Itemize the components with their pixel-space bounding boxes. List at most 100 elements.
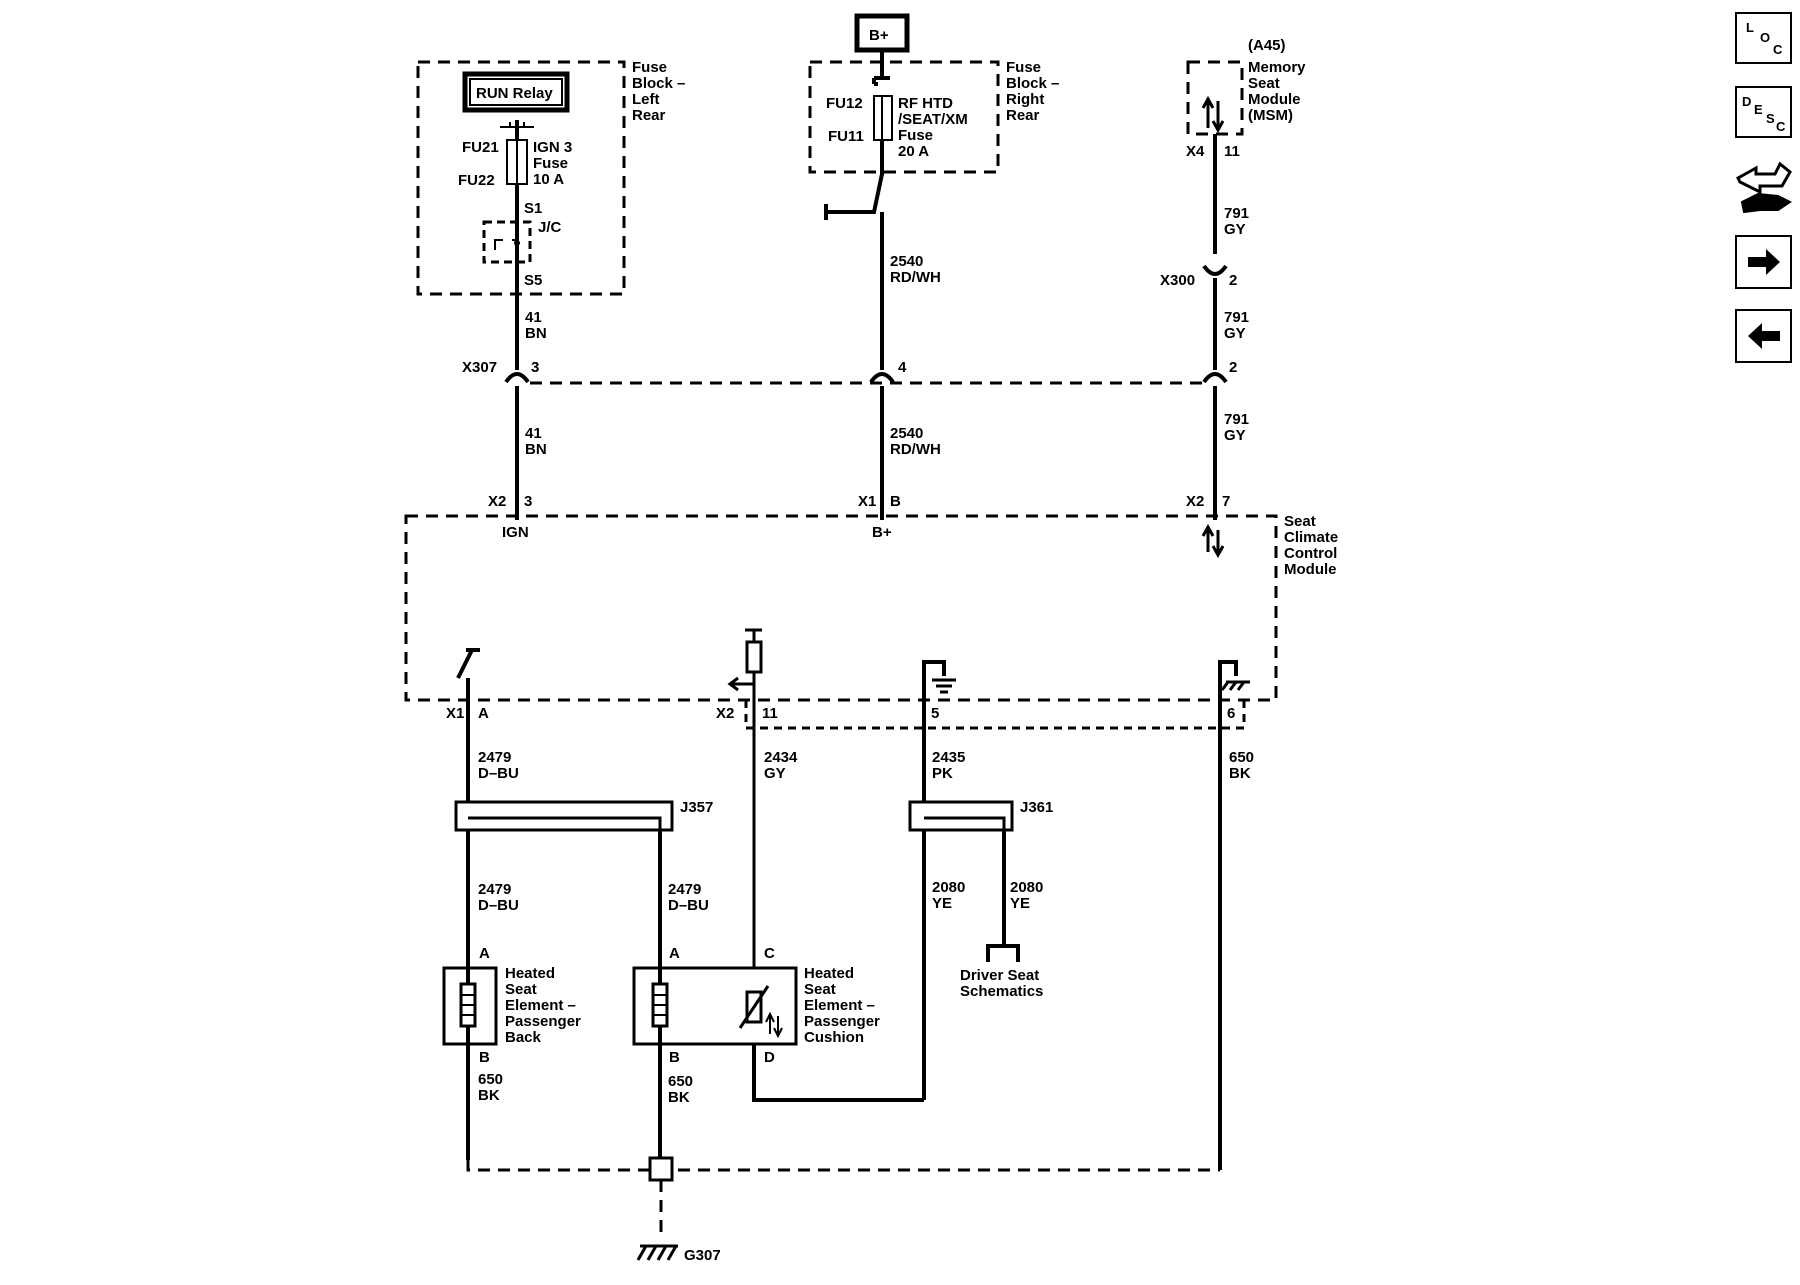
svg-text:Driver Seat: Driver Seat <box>960 967 1039 984</box>
fu11-label: FU11 <box>828 128 864 145</box>
svg-text:791: 791 <box>1224 205 1249 222</box>
svg-text:Seat: Seat <box>505 981 537 998</box>
fuse-block-right-outline <box>808 60 1000 174</box>
svg-text:C: C <box>1773 42 1783 57</box>
svg-text:C: C <box>1776 119 1786 134</box>
wire-label-2479-back: 2479 D–BU <box>478 881 519 914</box>
bplus-input-label: B+ <box>872 524 892 541</box>
svg-text:650: 650 <box>478 1071 503 1088</box>
svg-text:BN: BN <box>525 325 547 342</box>
wire-label-650-module: 650 BK <box>1229 749 1254 782</box>
x2-bottom-label: X2 <box>716 705 734 722</box>
svg-text:10 A: 10 A <box>533 171 564 188</box>
wire-label-41-lower: 41 BN <box>525 425 547 458</box>
wire-label-2540-lower: 2540 RD/WH <box>890 425 941 458</box>
j361-label: J361 <box>1020 799 1053 816</box>
signal-ground-icon <box>922 660 956 736</box>
fuse-block-left-outline <box>416 60 626 296</box>
sensor-return-loop <box>752 1044 924 1102</box>
chassis-ground-icon <box>1218 660 1250 716</box>
x2-connector-dashed <box>744 700 1246 730</box>
x300-label: X300 <box>1160 272 1195 289</box>
connector-tool-button[interactable] <box>1736 161 1792 214</box>
ign-input-label: IGN <box>502 524 529 541</box>
arrow-right-icon <box>1748 249 1780 275</box>
svg-text:Heated: Heated <box>505 965 555 982</box>
wire-label-650-cushion: 650 BK <box>668 1073 693 1106</box>
svg-text:2540: 2540 <box>890 425 923 442</box>
previous-page-button[interactable] <box>1735 309 1792 363</box>
pin5-label: 5 <box>931 705 939 722</box>
x1-bottom-label: X1 <box>446 705 464 722</box>
rf-htd-fuse-label: RF HTD /SEAT/XM Fuse 20 A <box>898 95 968 160</box>
svg-text:791: 791 <box>1224 309 1249 326</box>
x307-pin4-label: 4 <box>898 359 907 376</box>
svg-text:Climate: Climate <box>1284 529 1338 546</box>
svg-text:2434: 2434 <box>764 749 798 766</box>
wire-label-2479-cushion: 2479 D–BU <box>668 881 709 914</box>
svg-text:Fuse: Fuse <box>533 155 568 172</box>
svg-text:Right: Right <box>1006 91 1044 108</box>
svg-text:Passenger: Passenger <box>505 1013 581 1030</box>
cushion-pin-a-label: A <box>669 945 680 962</box>
x307-pin3-symbol <box>504 372 530 384</box>
svg-text:D–BU: D–BU <box>668 897 709 914</box>
x307-label: X307 <box>462 359 497 376</box>
pin6-label: 6 <box>1227 705 1235 722</box>
svg-text:Rear: Rear <box>1006 107 1040 124</box>
svg-text:BN: BN <box>525 441 547 458</box>
svg-text:RD/WH: RD/WH <box>890 441 941 458</box>
x307-pin2-label: 2 <box>1229 359 1237 376</box>
heated-seat-cushion-label: Heated Seat Element – Passenger Cushion <box>804 965 880 1046</box>
svg-text:791: 791 <box>1224 411 1249 428</box>
back-pin-a-label: A <box>479 945 490 962</box>
x2-pin11-label: 11 <box>762 705 778 722</box>
svg-text:(MSM): (MSM) <box>1248 107 1293 124</box>
svg-text:41: 41 <box>525 309 542 326</box>
arrow-left-icon <box>1748 323 1780 349</box>
junction-connector-symbol <box>482 220 532 264</box>
svg-text:2435: 2435 <box>932 749 965 766</box>
svg-text:/SEAT/XM: /SEAT/XM <box>898 111 968 128</box>
next-page-button[interactable] <box>1735 235 1792 289</box>
svg-text:YE: YE <box>1010 895 1030 912</box>
wire-label-2080-right: 2080 YE <box>1010 879 1043 912</box>
driver-seat-schematics-link[interactable]: Driver Seat Schematics <box>960 944 1043 1000</box>
location-button[interactable]: L O C <box>1735 12 1792 64</box>
s5-label: S5 <box>524 272 542 289</box>
bplus-source-box: B+ <box>854 13 910 53</box>
fu12-label: FU12 <box>826 95 863 112</box>
svg-text:Back: Back <box>505 1029 542 1046</box>
connector-tool-icon <box>1736 161 1792 214</box>
svg-text:D–BU: D–BU <box>478 897 519 914</box>
svg-text:Fuse: Fuse <box>1006 59 1041 76</box>
x2-pin3-label: 3 <box>524 493 532 510</box>
heated-seat-cushion-element <box>632 964 798 1046</box>
svg-text:RD/WH: RD/WH <box>890 269 941 286</box>
j357-splice <box>454 800 674 832</box>
svg-text:BK: BK <box>478 1087 500 1104</box>
x300-pin-label: 2 <box>1229 272 1237 289</box>
svg-text:GY: GY <box>1224 325 1246 342</box>
ground-bus-dashed <box>466 1160 1220 1172</box>
fuse-block-right-label: Fuse Block – Right Rear <box>1006 59 1059 124</box>
cushion-pin-b-label: B <box>669 1049 680 1066</box>
x307-pin3-label: 3 <box>531 359 539 376</box>
svg-text:Seat: Seat <box>1248 75 1280 92</box>
wire-label-41-upper: 41 BN <box>525 309 547 342</box>
memory-seat-module-label: (A45) Memory Seat Module (MSM) <box>1248 37 1306 124</box>
wire-label-791-mid: 791 GY <box>1224 309 1249 342</box>
wire-label-2479-top: 2479 D–BU <box>478 749 519 782</box>
svg-text:GY: GY <box>764 765 786 782</box>
wire-label-2540-upper: 2540 RD/WH <box>890 253 941 286</box>
svg-text:Memory: Memory <box>1248 59 1306 76</box>
ground-g307-label: G307 <box>684 1247 721 1264</box>
ign3-fuse-symbol <box>500 120 534 185</box>
description-button[interactable]: D E S C <box>1735 86 1792 138</box>
svg-text:Passenger: Passenger <box>804 1013 880 1030</box>
heated-seat-back-label: Heated Seat Element – Passenger Back <box>505 965 581 1046</box>
seat-climate-control-module-label: Seat Climate Control Module <box>1284 513 1338 578</box>
ground-symbol-icon <box>636 1244 678 1261</box>
x1-pina-label: A <box>478 705 489 722</box>
